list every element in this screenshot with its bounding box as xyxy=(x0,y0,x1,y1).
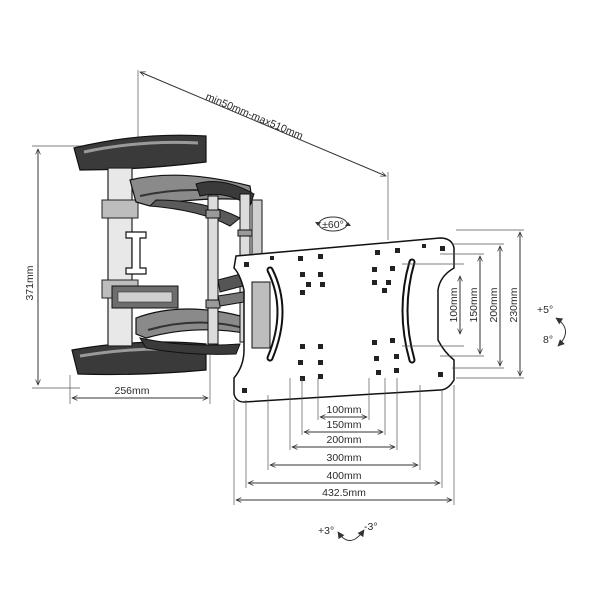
vesa-plate-body xyxy=(233,237,455,403)
rotation-neg-label: -3° xyxy=(364,521,378,533)
vesa-h-400-label: 400mm xyxy=(326,470,361,482)
vesa-h-100-label: 100mm xyxy=(326,404,361,416)
vesa-h-300-label: 300mm xyxy=(326,452,361,464)
wall-plate-width-label: 256mm xyxy=(114,385,149,397)
wall-plate-height-label: 371mm xyxy=(24,265,36,300)
wall-plate-top-cap xyxy=(73,134,207,171)
vesa-holes xyxy=(242,244,445,393)
wall-bracket xyxy=(71,134,263,376)
wall-plate-height-dimension: 371mm xyxy=(24,145,88,389)
rotation-pos-label: +3° xyxy=(318,525,334,537)
vesa-h-432-label: 432.5mm xyxy=(322,487,366,499)
vesa-h-200-label: 200mm xyxy=(326,434,361,446)
tilt-indicator: +5° 8° xyxy=(537,304,566,347)
vesa-h-150-label: 150mm xyxy=(326,419,361,431)
vesa-plate xyxy=(233,237,455,403)
arm-extension-label: min50mm-max510mm xyxy=(204,91,305,143)
rotation-indicator: +3° -3° xyxy=(318,521,378,541)
tilt-up-label: +5° xyxy=(537,304,553,316)
vesa-v-230-label: 230mm xyxy=(508,287,520,322)
swivel-label: ±60° xyxy=(322,219,344,231)
vesa-v-100-label: 100mm xyxy=(448,287,460,322)
vesa-vertical-dimensions: 100mm 150mm 200mm 230mm xyxy=(402,229,524,379)
swivel-indicator: ±60° xyxy=(315,216,351,232)
vesa-v-150-label: 150mm xyxy=(468,287,480,322)
tilt-down-label: 8° xyxy=(543,334,553,346)
vesa-horizontal-dimensions: 100mm 150mm 200mm 300mm 400mm 432.5mm xyxy=(233,378,455,505)
wall-plate-width-dimension: 256mm xyxy=(69,355,211,404)
vesa-v-200-label: 200mm xyxy=(488,287,500,322)
